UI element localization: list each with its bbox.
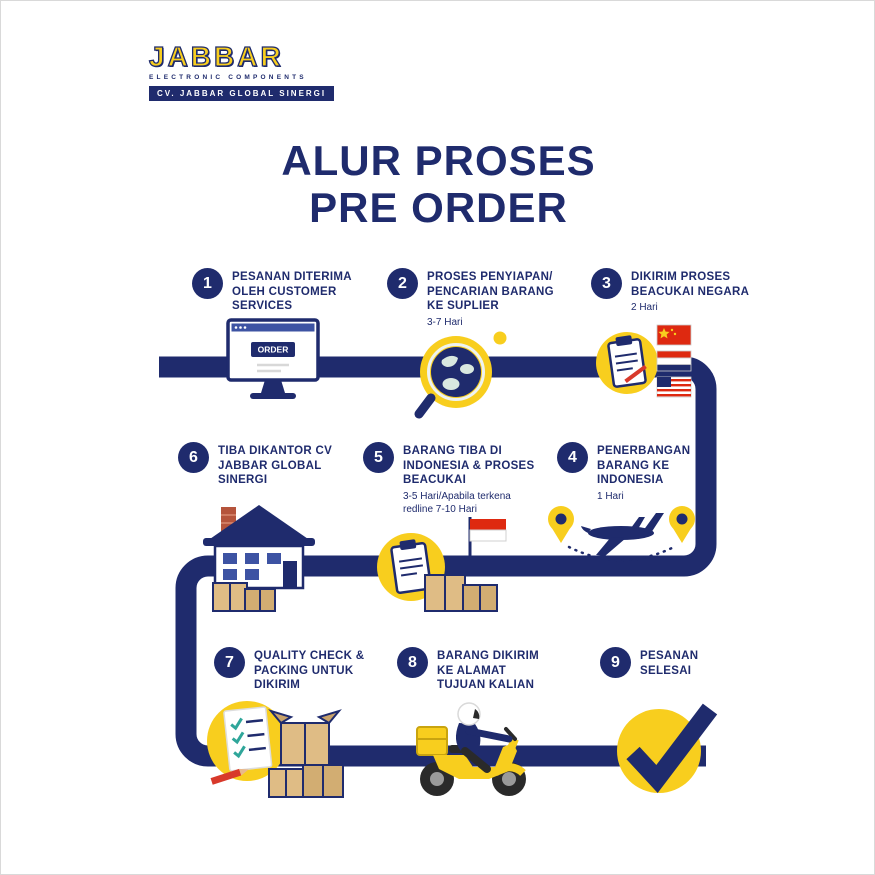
step-2-label: PROSES PENYIAPAN/ PENCARIAN BARANG KE SU…: [427, 271, 554, 313]
step-6-number: 6: [189, 448, 198, 466]
step-1-number: 1: [203, 274, 212, 292]
step-1: 1 PESANAN DITERIMA OLEH CUSTOMER SERVICE…: [192, 268, 354, 314]
step-5-label: BARANG TIBA DI INDONESIA & PROSES BEACUK…: [403, 445, 535, 487]
step-6: 6 TIBA DIKANTOR CV JABBAR GLOBAL SINERGI: [178, 442, 342, 488]
map-pin-right: [669, 506, 695, 543]
step-3: 3 DIKIRIM PROSES BEACUKAI NEGARA 2 Hari: [591, 268, 755, 315]
step-4: 4 PENERBANGAN BARANG KE INDONESIA 1 Hari: [557, 442, 697, 504]
step-7-number-badge: 7: [214, 647, 245, 678]
page-title-line2: PRE ORDER: [309, 184, 568, 232]
step-7: 7 QUALITY CHECK & PACKING UNTUK DIKIRIM: [214, 647, 370, 693]
step-5: 5 BARANG TIBA DI INDONESIA & PROSES BEAC…: [363, 442, 541, 516]
step-4-note: 1 Hari: [597, 491, 624, 503]
red-pencil: [210, 768, 249, 785]
step-8: 8 BARANG DIKIRIM KE ALAMAT TUJUAN KALIAN: [397, 647, 541, 693]
flag-china: [656, 324, 692, 346]
step-5-number: 5: [374, 448, 383, 466]
step-1-label: PESANAN DITERIMA OLEH CUSTOMER SERVICES: [232, 271, 352, 313]
step-2: 2 PROSES PENYIAPAN/ PENCARIAN BARANG KE …: [387, 268, 559, 330]
customs-clipboard-flags-icon: [593, 319, 697, 416]
step-4-label: PENERBANGAN BARANG KE INDONESIA: [597, 445, 691, 487]
page-title-line1: ALUR PROSES: [281, 137, 596, 184]
step-3-number-badge: 3: [591, 268, 622, 299]
step-9-number-badge: 9: [600, 647, 631, 678]
map-pin-left: [548, 506, 574, 543]
step-2-note: 3-7 Hari: [427, 317, 463, 329]
step-9-label: PESANAN SELESAI: [640, 650, 699, 677]
globe-search-icon: [414, 324, 509, 429]
step-8-number-badge: 8: [397, 647, 428, 678]
step-2-number: 2: [398, 274, 407, 292]
step-3-note: 2 Hari: [631, 302, 658, 314]
page-title: ALUR PROSES PRE ORDER: [1, 137, 874, 232]
step-8-label: BARANG DIKIRIM KE ALAMAT TUJUAN KALIAN: [437, 650, 539, 692]
checkmark-icon: [613, 699, 721, 810]
step-8-number: 8: [408, 653, 417, 671]
checklist-boxes-icon: [203, 689, 353, 808]
step-9-number: 9: [611, 653, 620, 671]
clipboard-flag-boxes-icon: [373, 509, 513, 624]
step-5-number-badge: 5: [363, 442, 394, 473]
flag-tricolor: [656, 350, 692, 372]
logo-brand-text: JABBAR: [148, 41, 284, 72]
step-4-number-badge: 4: [557, 442, 588, 473]
step-9: 9 PESANAN SELESAI: [600, 647, 720, 678]
company-logo: JABBAR ELECTRONIC COMPONENTS CV. JABBAR …: [148, 41, 335, 101]
flag-usa: [656, 376, 692, 398]
rider: [455, 702, 513, 773]
delivery-scooter-icon: [403, 689, 543, 806]
step-4-number: 4: [568, 448, 577, 466]
airplane-pins-icon: [539, 493, 704, 580]
step-3-number: 3: [602, 274, 611, 292]
step-7-label: QUALITY CHECK & PACKING UNTUK DIKIRIM: [254, 650, 365, 692]
step-6-label: TIBA DIKANTOR CV JABBAR GLOBAL SINERGI: [218, 445, 333, 487]
airplane-silhouette: [581, 513, 664, 556]
monitor-order-icon: ORDER: [223, 317, 323, 414]
step-5-note: 3-5 Hari/Apabila terkena redline 7-10 Ha…: [403, 491, 511, 515]
office-boxes-icon: [199, 497, 319, 620]
step-7-number: 7: [225, 653, 234, 671]
order-button-label: ORDER: [258, 345, 289, 355]
step-2-number-badge: 2: [387, 268, 418, 299]
step-1-number-badge: 1: [192, 268, 223, 299]
step-6-number-badge: 6: [178, 442, 209, 473]
step-3-label: DIKIRIM PROSES BEACUKAI NEGARA: [631, 271, 750, 298]
logo-company-bar: CV. JABBAR GLOBAL SINERGI: [149, 86, 335, 101]
logo-tagline-text: ELECTRONIC COMPONENTS: [149, 74, 307, 81]
